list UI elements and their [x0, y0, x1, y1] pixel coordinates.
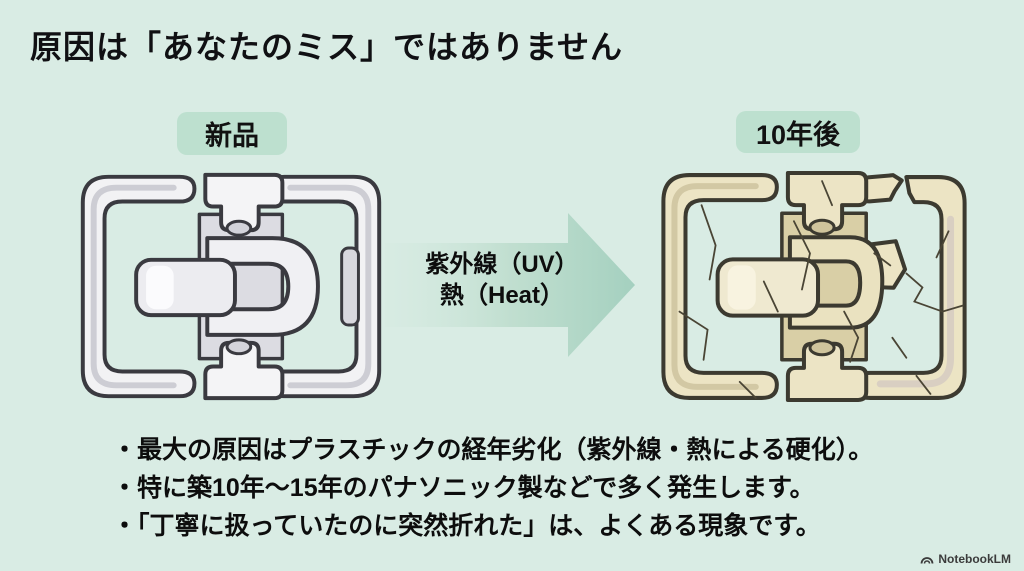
bullet-list: ・最大の原因はプラスチックの経年劣化（紫外線・熱による硬化）。 ・特に築10年〜…: [112, 431, 873, 545]
page-title: 原因は「あなたのミス」ではありません: [30, 29, 624, 65]
aged-clip-illustration: [643, 161, 985, 412]
label-new-badge: 新品: [177, 112, 287, 155]
bullet-item: ・「丁寧に扱っていたのに突然折れた」は、よくある現象です。: [112, 512, 821, 540]
notebooklm-watermark: NotebookLM: [920, 552, 1011, 566]
right-arrow-icon: [385, 213, 635, 357]
arrow-label: 紫外線（UV） 熱（Heat）: [392, 249, 612, 311]
bullet-item: ・特に築10年〜15年のパナソニック製などで多く発生します。: [112, 474, 815, 502]
new-clip-drawing: [80, 172, 382, 401]
arrow-label-line1: 紫外線（UV）: [425, 251, 579, 278]
crack-lines: [678, 180, 964, 399]
aged-clip-drawing: [661, 171, 967, 402]
uv-heat-arrow: [385, 205, 640, 365]
label-aged-badge: 10年後: [736, 111, 860, 153]
notebooklm-logo-icon: [920, 557, 934, 564]
arrow-label-line2: 熱（Heat）: [439, 282, 565, 309]
new-clip-illustration: [62, 163, 400, 410]
watermark-label: NotebookLM: [938, 552, 1011, 566]
bullet-item: ・最大の原因はプラスチックの経年劣化（紫外線・熱による硬化）。: [112, 436, 874, 464]
